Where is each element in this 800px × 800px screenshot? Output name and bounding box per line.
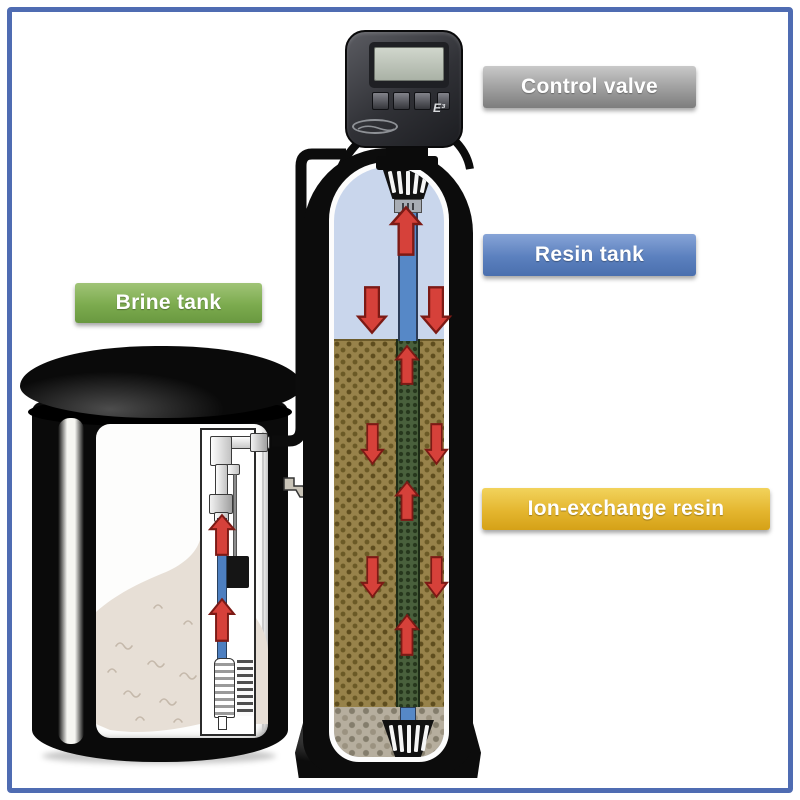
valve-button[interactable]: [414, 92, 431, 110]
riser-flow-arrow-up: [393, 344, 421, 385]
salt-texture-marks: [107, 604, 197, 723]
riser-flow-arrow-up: [393, 613, 421, 656]
valve-brand-logo: [352, 119, 398, 134]
valve-button[interactable]: [437, 92, 450, 110]
brine-line-coupling: [250, 433, 268, 452]
resin-flow-arrow-down: [423, 423, 450, 466]
ion-exchange-resin-label: Ion-exchange resin: [482, 488, 770, 530]
resin-flow-arrow-down: [359, 556, 386, 599]
brine-tank-lid: [20, 346, 302, 418]
distributor-slat: [407, 725, 411, 753]
pickup-tube-tip: [218, 716, 227, 730]
brine-flow-arrow-up: [207, 513, 237, 556]
valve-lcd-screen: [374, 47, 444, 81]
resin-tank-label: Resin tank: [483, 234, 696, 276]
distributor-slat: [406, 171, 410, 195]
brine-well-pipe-vertical: [215, 464, 228, 498]
cutaway-edge: [262, 432, 264, 732]
valve-button[interactable]: [393, 92, 410, 110]
diagram-border: [7, 7, 793, 793]
resin-bed: [334, 339, 444, 707]
service-flow-arrow-down: [355, 286, 389, 335]
valve-button[interactable]: [372, 92, 389, 110]
brine-tank-label: Brine tank: [75, 283, 262, 323]
riser-flow-arrow-up: [393, 480, 421, 521]
valve-flange: [376, 156, 438, 170]
air-check-screen: [237, 660, 253, 716]
brine-tank-highlight: [58, 418, 84, 744]
service-flow-arrow-down: [419, 286, 453, 335]
riser-tube-lower: [396, 339, 420, 707]
distributor-cap: [394, 199, 422, 213]
resin-flow-arrow-down: [359, 423, 386, 466]
brine-flow-arrow-up: [207, 597, 237, 642]
salt-pile: [96, 540, 268, 732]
brine-pickup-nut: [209, 494, 233, 514]
service-flow-arrow-up: [388, 205, 424, 256]
resin-tank-interior: [334, 167, 444, 757]
safety-float: [225, 556, 249, 588]
control-valve-label: Control valve: [483, 66, 696, 108]
valve-model-badge: E³: [433, 101, 445, 115]
brine-strainer: [214, 658, 235, 718]
resin-flow-arrow-down: [423, 556, 450, 599]
brine-well-elbow: [210, 436, 232, 466]
